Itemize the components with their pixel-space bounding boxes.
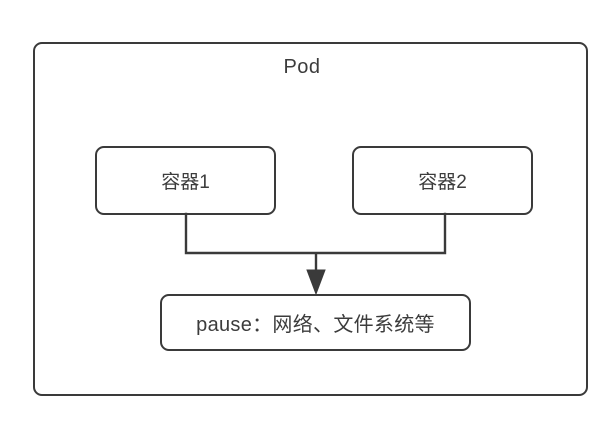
container-1-label: 容器1 <box>161 172 210 193</box>
pod-title-label: Pod <box>283 56 321 78</box>
container-1-node: 容器1 <box>95 146 276 215</box>
pause-node: pause：网络、文件系统等 <box>160 294 471 351</box>
pause-label: pause：网络、文件系统等 <box>196 314 435 336</box>
container-2-label: 容器2 <box>418 172 467 193</box>
container-2-node: 容器2 <box>352 146 533 215</box>
